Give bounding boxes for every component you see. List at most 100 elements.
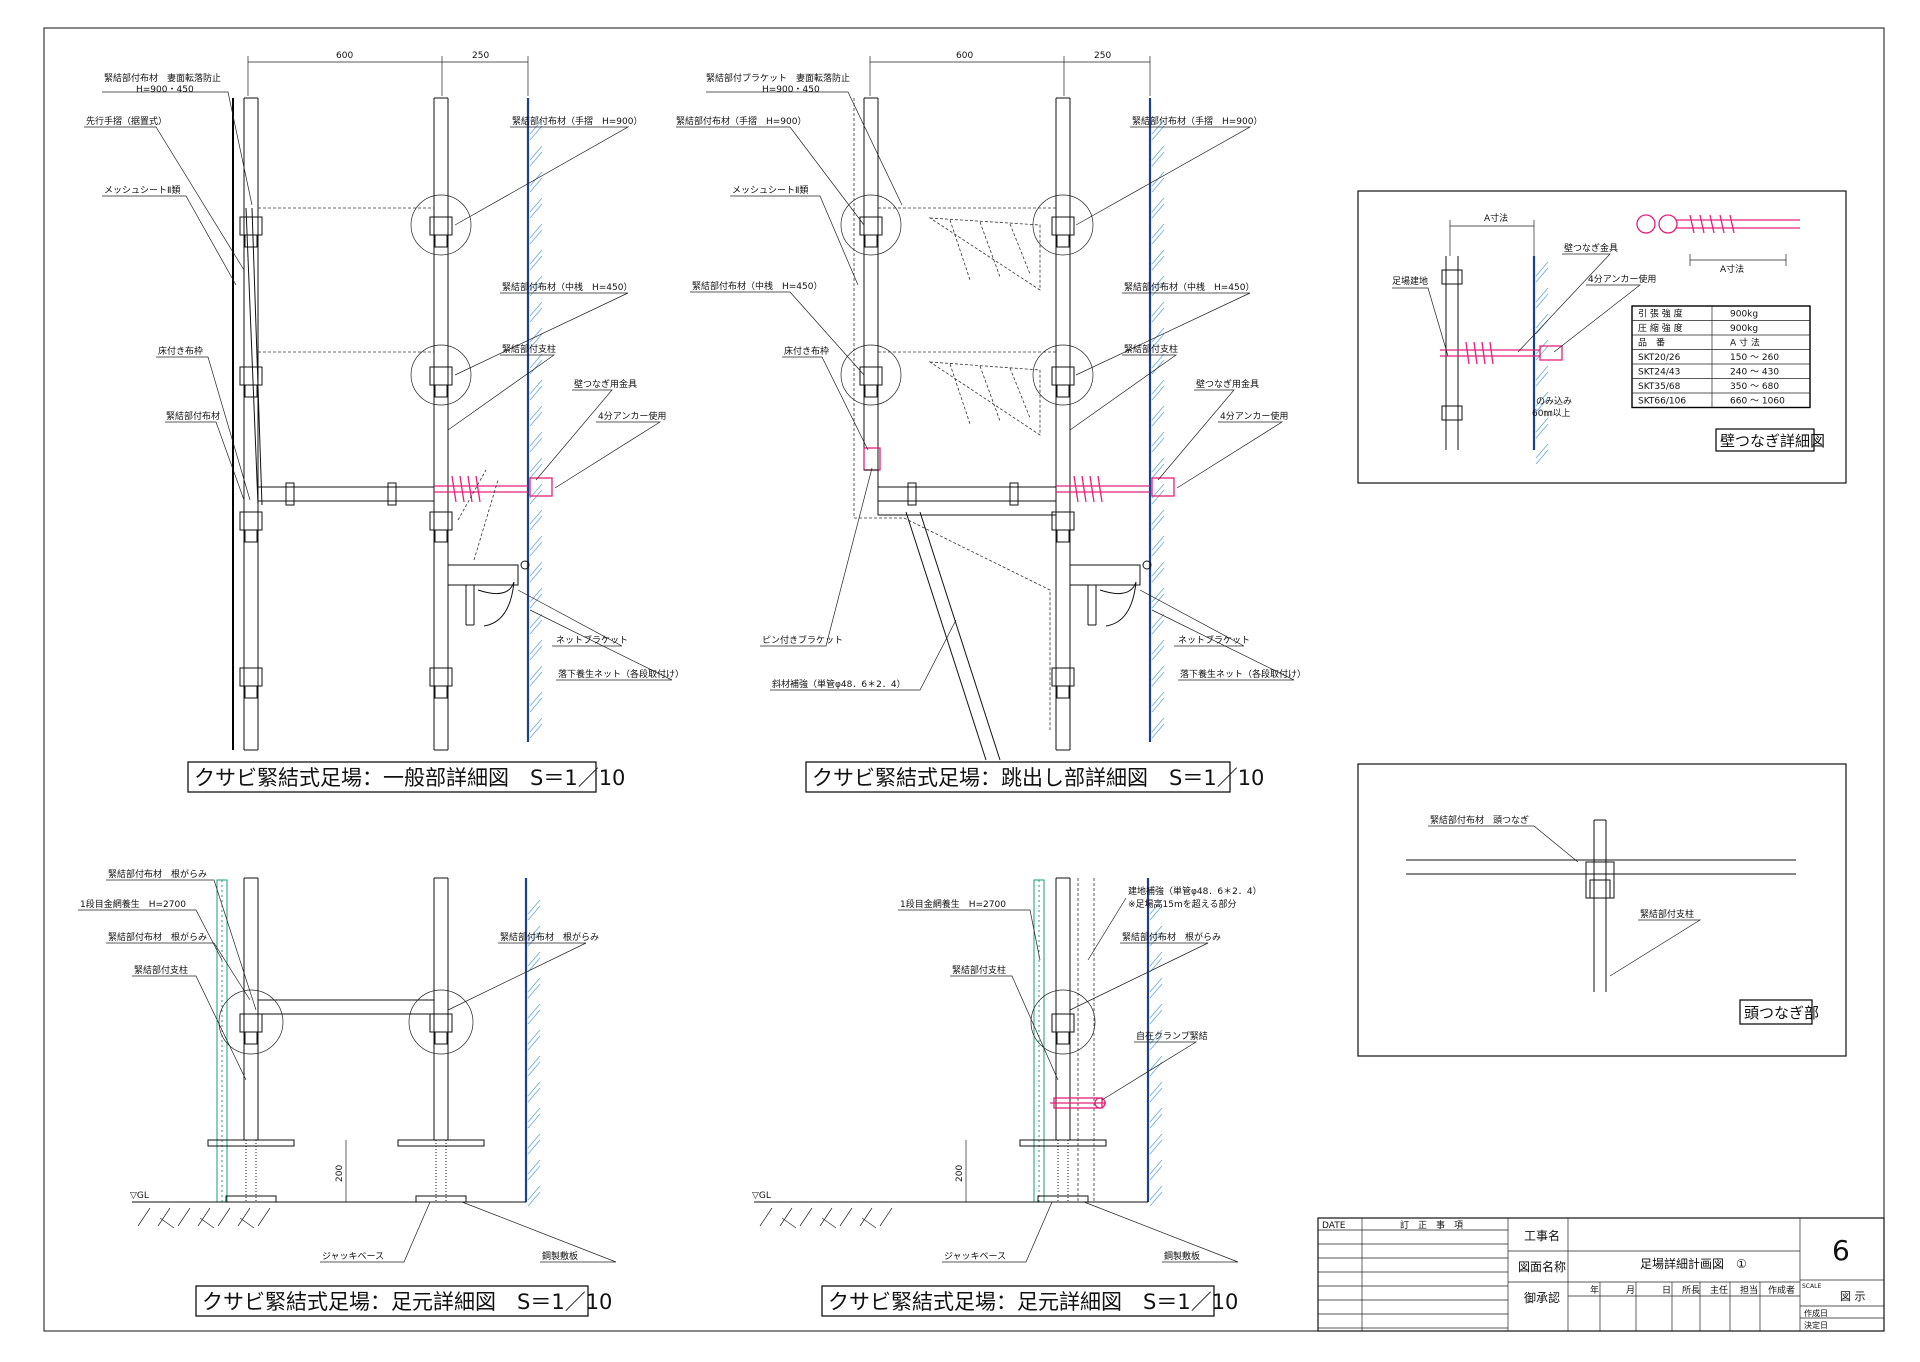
wall-hatch-stroke [529, 509, 543, 525]
wall-hatch-stroke [1151, 405, 1165, 421]
wall-hatch-stroke [529, 307, 543, 323]
tb-project-label: 工事名 [1524, 1228, 1560, 1243]
wall-hatch-stroke [529, 255, 543, 271]
wall-hatch-stroke [527, 925, 541, 941]
wall-hatch-stroke [1151, 613, 1165, 629]
mesh-guard [1033, 879, 1045, 1203]
wall-hatch-stroke [529, 535, 543, 551]
wedge-pin [1056, 529, 1070, 543]
wall-hatch-stroke [1535, 293, 1549, 309]
wall-hatch-stroke [1151, 385, 1165, 401]
wall-hatch-stroke [1535, 423, 1549, 439]
wall-hatch-stroke [1149, 1055, 1163, 1071]
wall-tie-frame [1357, 190, 1847, 484]
a-dimension-label: A寸法 [1484, 212, 1508, 224]
outer-post [863, 97, 879, 470]
inner-post [433, 97, 449, 751]
wall-tie-fitting [1056, 475, 1175, 503]
wall-hatch [1535, 261, 1549, 465]
wall-hatch-stroke [1151, 379, 1165, 395]
wedge-pocket [429, 366, 453, 386]
spec-table-cell: SKT24/43 [1638, 368, 1680, 378]
wedge-pocket [429, 216, 453, 236]
wall-hatch-stroke [1151, 223, 1165, 239]
dimension-600: 600 [956, 51, 973, 61]
wall-hatch-stroke [1149, 1009, 1163, 1025]
label-anchor: 4分アンカー使用 [1588, 273, 1656, 285]
wall-hatch-stroke [1151, 281, 1165, 297]
wall-hatch-stroke [1151, 411, 1165, 427]
wall-hatch-stroke [529, 281, 543, 297]
wall-hatch-stroke [1151, 431, 1165, 447]
label-post: 緊結部付支柱 [1124, 343, 1178, 355]
dimension-250: 250 [1094, 51, 1111, 61]
wall-hatch-stroke [1151, 249, 1165, 265]
wedge-joints [239, 1013, 453, 1045]
wall-hatch-stroke [529, 359, 543, 375]
view-title-box [821, 1285, 1215, 1317]
label-anchor: 4分アンカー使用 [598, 410, 666, 422]
jack-base [1019, 1139, 1107, 1203]
label-handrail-ledger: 緊結部付布材（手摺 H=900） [512, 115, 643, 127]
wall-hatch-stroke [1149, 1081, 1163, 1097]
label-net-bracket: ネットブラケット [1178, 634, 1250, 646]
label-wall-tie-fitting: 壁つなぎ用金具 [1196, 378, 1259, 390]
wedge-pin [1056, 1031, 1070, 1045]
wall-hatch-stroke [527, 1139, 541, 1155]
tb-month: 月 [1626, 1285, 1635, 1296]
wall-hatch-stroke [527, 1087, 541, 1103]
wall-hatch-stroke [527, 1055, 541, 1071]
wedge-pin [1056, 685, 1070, 699]
wall-tie-fitting [434, 475, 553, 503]
label-bracket-fall-prevention-height: H=900・450 [762, 85, 820, 95]
wall-hatch-stroke [529, 697, 543, 713]
wedge-pocket [239, 511, 263, 531]
tb-created-label: 作成日 [1804, 1308, 1828, 1318]
pin-bracket [863, 447, 1056, 516]
wall-hatch-stroke [527, 899, 541, 915]
label-base-ledger-right: 緊結部付布材 根がらみ [500, 931, 599, 943]
joint-detail-circle [218, 989, 284, 1055]
wall-hatch-stroke [1149, 925, 1163, 941]
general-section-view: 600 250 [84, 51, 684, 793]
wall-hatch-stroke [1149, 1139, 1163, 1155]
label-mesh-sheet: メッシュシートⅡ類 [732, 185, 808, 196]
label-base-ledger: 緊結部付布材 根がらみ [108, 868, 207, 880]
label-safety-net: 落下養生ネット（各段取付け） [558, 668, 684, 680]
wall-hatch-stroke [1151, 535, 1165, 551]
base-detail-view-1: ▽GL 200 緊結部付布材 根がらみ 1段目金網養生 H=2700 緊結部付布… [78, 868, 617, 1317]
wall-hatch-stroke [529, 613, 543, 629]
wall-tie-isometric [1636, 214, 1800, 266]
wall-hatch-stroke [527, 977, 541, 993]
joint-detail-circle [840, 194, 902, 256]
wall-hatch-stroke [529, 379, 543, 395]
wall-hatch-stroke [529, 431, 543, 447]
wall-hatch-stroke [529, 249, 543, 265]
wedge-pocket [239, 366, 263, 386]
wall-hatch-stroke [529, 541, 543, 557]
wall-hatch-stroke [529, 691, 543, 707]
wall-hatch-stroke [529, 411, 543, 427]
swivel-clamp [1050, 1097, 1106, 1109]
label-jack-base: ジャッキベース [944, 1252, 1006, 1262]
wall-hatch-stroke [1149, 931, 1163, 947]
wall-hatch-stroke [529, 327, 543, 343]
post-section [1441, 256, 1463, 450]
label-steel-plate: 鋼製敷板 [542, 1250, 578, 1262]
wedge-pocket [1051, 216, 1075, 236]
a-dimension-label-2: A寸法 [1720, 263, 1744, 275]
wall-hatch-stroke [529, 587, 543, 603]
wall-hatch-stroke [527, 905, 541, 921]
label-mesh-guard: 1段目金網養生 H=2700 [80, 898, 186, 910]
wall-hatch-stroke [1535, 345, 1549, 361]
wedge-pin [244, 1031, 258, 1045]
wedge-pin [864, 234, 878, 248]
spec-table-cell: 240 ～ 430 [1730, 368, 1779, 378]
label-floor-plank: 床付き布枠 [158, 345, 203, 357]
view-title-box [187, 761, 597, 793]
wall-hatch-stroke [1151, 697, 1165, 713]
wall-hatch-stroke [1151, 717, 1165, 733]
label-head-ledger: 緊結部付布材 頭つなぎ [1430, 814, 1529, 826]
wall-hatch-stroke [1151, 151, 1165, 167]
wall-hatch-stroke [1151, 255, 1165, 271]
